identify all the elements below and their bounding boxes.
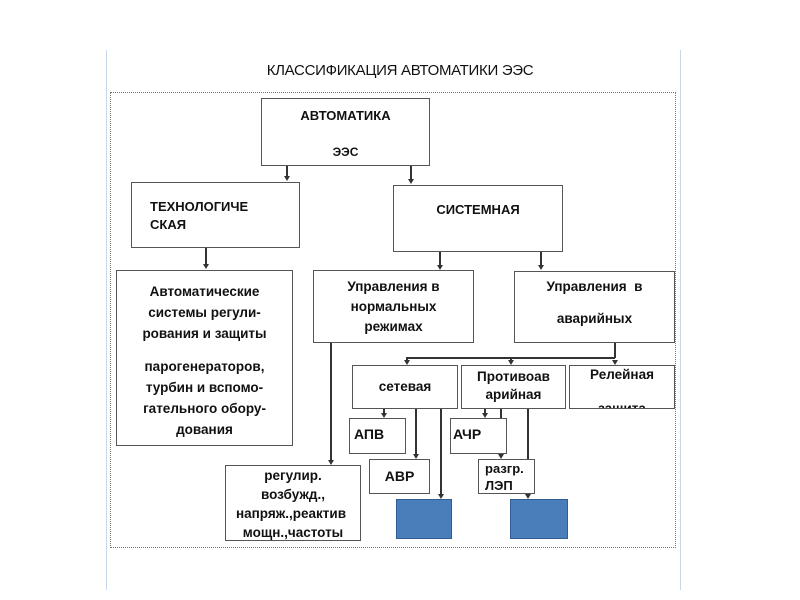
connector xyxy=(510,357,512,361)
text-line: ЛЭП xyxy=(485,478,513,493)
connector xyxy=(406,357,408,361)
blue-block-1 xyxy=(396,499,452,539)
connector xyxy=(440,409,442,495)
arrow-icon xyxy=(203,264,209,269)
node-avr: АВР xyxy=(369,459,430,494)
node-network: сетевая xyxy=(352,365,458,409)
connector xyxy=(415,409,417,455)
arrow-icon xyxy=(413,454,419,459)
text-line: режимах xyxy=(364,319,423,334)
connector xyxy=(330,343,332,460)
connector xyxy=(484,409,486,414)
arrow-icon xyxy=(437,265,443,270)
connector xyxy=(286,166,288,176)
connector xyxy=(614,343,616,358)
node-tech-line1: ТЕХНОЛОГИЧЕ xyxy=(150,199,249,214)
arrow-icon xyxy=(438,494,444,499)
text-line: Управления в xyxy=(347,279,440,294)
text-line: арийная xyxy=(485,387,542,402)
text-line: мощн.,частоты xyxy=(242,525,344,540)
arrow-icon xyxy=(284,176,290,181)
diagram-title: КЛАССИФИКАЦИЯ АВТОМАТИКИ ЭЭС xyxy=(266,62,534,79)
arrow-icon xyxy=(525,494,531,499)
page-border-left xyxy=(106,50,107,590)
node-regulation: регулир. возбужд., напряж.,реактив мощн.… xyxy=(225,465,361,541)
node-load-shedding: разгр. ЛЭП xyxy=(478,459,535,494)
node-system: СИСТЕМНАЯ xyxy=(393,185,563,252)
node-achr: АЧР xyxy=(450,418,507,454)
page-border-right xyxy=(680,50,681,590)
arrow-icon xyxy=(508,360,514,365)
text-line: парогенераторов, xyxy=(144,359,265,374)
text-line: дования xyxy=(176,422,233,437)
diagram-frame xyxy=(110,92,676,548)
node-achr-label: АЧР xyxy=(453,426,482,442)
node-apv: АПВ xyxy=(349,418,406,454)
connector xyxy=(205,248,207,264)
node-avr-label: АВР xyxy=(384,468,415,484)
connector xyxy=(527,409,529,495)
node-normal-control: Управления в нормальных режимах xyxy=(313,270,474,343)
blue-block-2 xyxy=(510,499,568,539)
arrow-icon xyxy=(498,454,504,459)
text-line: рования и защиты xyxy=(142,326,267,341)
node-root-line1: АВТОМАТИКА xyxy=(300,108,391,123)
node-relay-protection: Релейная защита xyxy=(569,365,675,409)
text-line: регулир. xyxy=(264,468,322,483)
text-line: разгр. xyxy=(485,461,524,476)
text-line: турбин и вспомо- xyxy=(145,380,264,395)
text-line: Релейная xyxy=(590,367,654,382)
arrow-icon xyxy=(538,265,544,270)
arrow-icon xyxy=(408,179,414,184)
arrow-icon xyxy=(612,360,618,365)
text-line: возбужд., xyxy=(260,487,326,502)
arrow-icon xyxy=(381,413,387,418)
node-emergency-control: Управления в аварийных xyxy=(514,271,675,343)
node-network-label: сетевая xyxy=(378,379,432,394)
node-root-line2: ЭЭС xyxy=(332,145,359,159)
text-line: Автоматические xyxy=(149,284,260,299)
text-line: напряж.,реактив xyxy=(235,506,347,521)
node-system-label: СИСТЕМНАЯ xyxy=(436,202,520,217)
text-line: аварийных xyxy=(556,311,633,326)
text-line: системы регули- xyxy=(148,305,261,320)
connector xyxy=(383,409,385,414)
arrow-icon xyxy=(404,360,410,365)
connector xyxy=(439,252,441,265)
arrow-icon xyxy=(482,413,488,418)
text-line: гательного обору- xyxy=(143,401,266,416)
text-line: нормальных xyxy=(350,299,437,314)
text-line: защита xyxy=(598,401,646,409)
node-auto-systems: Автоматические системы регули- рования и… xyxy=(116,270,293,446)
node-apv-label: АПВ xyxy=(354,426,385,442)
node-anti-emergency: Противоав арийная xyxy=(461,365,566,409)
connector xyxy=(540,252,542,265)
text-line: Противоав xyxy=(477,369,550,384)
node-tech-line2: СКАЯ xyxy=(150,217,187,232)
connector xyxy=(410,166,412,179)
arrow-icon xyxy=(328,460,334,465)
text-line: Управления в xyxy=(546,279,643,294)
node-technological: ТЕХНОЛОГИЧЕ СКАЯ xyxy=(131,182,300,248)
node-root: АВТОМАТИКА ЭЭС xyxy=(261,98,430,166)
